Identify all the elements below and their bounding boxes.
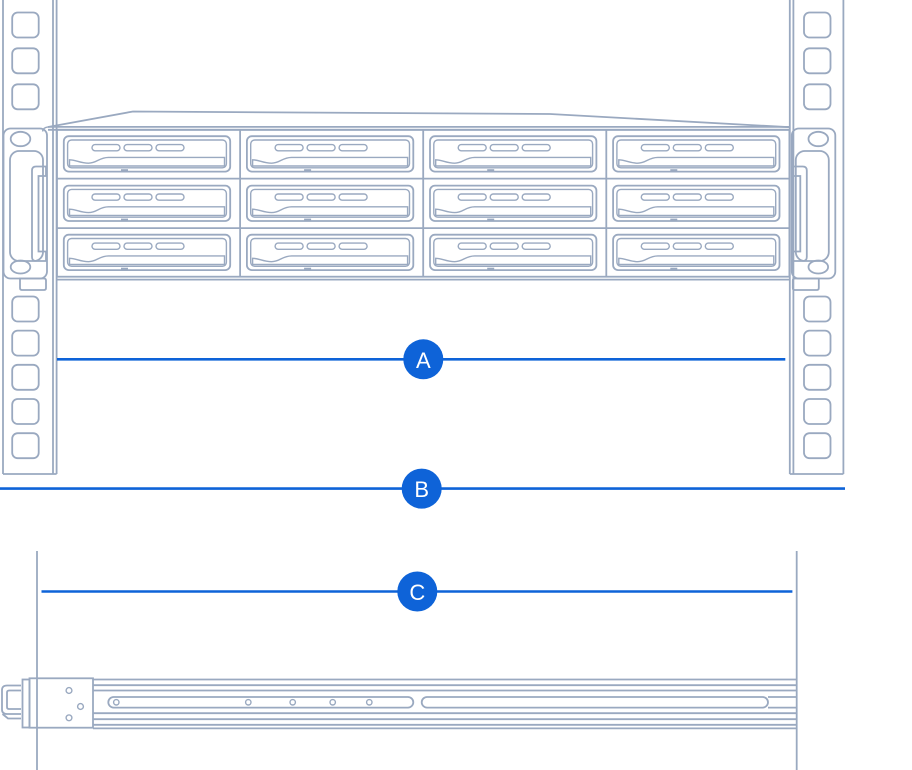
drive-bay-grid <box>62 135 781 272</box>
rack-hole <box>803 329 832 357</box>
slide-rail-assembly <box>1 677 797 730</box>
callout-badge-b <box>401 468 442 509</box>
rack-hole <box>11 329 40 357</box>
enclosure-chassis <box>41 110 791 281</box>
rack-hole <box>803 47 832 75</box>
drive-tray <box>429 135 598 173</box>
bracket-hole <box>65 714 73 722</box>
mounting-ear-right <box>790 127 837 291</box>
callout-label-a: A <box>416 348 431 373</box>
callout-label-b: B <box>414 477 429 502</box>
figure-rack-front-view: A B <box>0 0 845 509</box>
drive-tray <box>612 135 781 173</box>
callout-badge-a <box>403 339 444 380</box>
drive-tray <box>62 233 232 272</box>
rack-hole <box>803 11 832 39</box>
rail-screw-hole <box>112 698 120 706</box>
bracket-hole <box>65 686 73 695</box>
drive-tray <box>62 184 232 222</box>
callout-b: B <box>0 468 845 509</box>
drive-tray <box>429 233 598 272</box>
drive-tray <box>429 184 598 222</box>
drive-tray <box>246 135 415 173</box>
rail-bracket-flange <box>21 678 31 729</box>
drive-tray <box>246 233 415 272</box>
mounting-ear-left <box>2 127 48 291</box>
rail-screw-hole <box>329 698 337 706</box>
rack-post-left <box>2 0 58 475</box>
rack-hole <box>11 432 40 460</box>
rail-screw-hole <box>289 698 297 706</box>
callout-label-c: C <box>409 580 425 605</box>
drive-tray <box>246 184 415 222</box>
drive-tray <box>612 184 781 222</box>
rail-screw-hole <box>365 698 373 706</box>
rack-hole <box>11 47 40 75</box>
rail-slot <box>420 696 769 709</box>
rail-hook-foot <box>1 713 21 720</box>
rack-hole <box>803 83 832 111</box>
drive-tray <box>62 135 232 173</box>
drive-tray <box>612 233 781 272</box>
rail-hook <box>1 684 21 715</box>
rail-slot <box>107 696 415 709</box>
bracket-hole <box>76 702 85 711</box>
callout-a: A <box>57 339 786 380</box>
rack-hole <box>803 363 832 391</box>
enclosure-corner <box>41 126 49 132</box>
rack-hole <box>803 432 832 460</box>
rail-front-bracket <box>28 677 94 729</box>
callout-badge-c <box>397 571 438 612</box>
rack-hole <box>11 83 40 111</box>
rail-screw-hole <box>244 698 252 706</box>
rack-hole <box>803 398 832 425</box>
callout-c: C <box>41 571 793 612</box>
rack-hole <box>11 295 40 323</box>
rack-hole <box>11 363 40 391</box>
rail-hook-inner <box>6 689 21 710</box>
rack-hole <box>803 295 832 323</box>
rack-hole <box>11 398 40 425</box>
figure-rail-side-view: C <box>1 551 798 770</box>
enclosure-top-panel <box>47 110 790 129</box>
rack-hole <box>11 11 40 39</box>
